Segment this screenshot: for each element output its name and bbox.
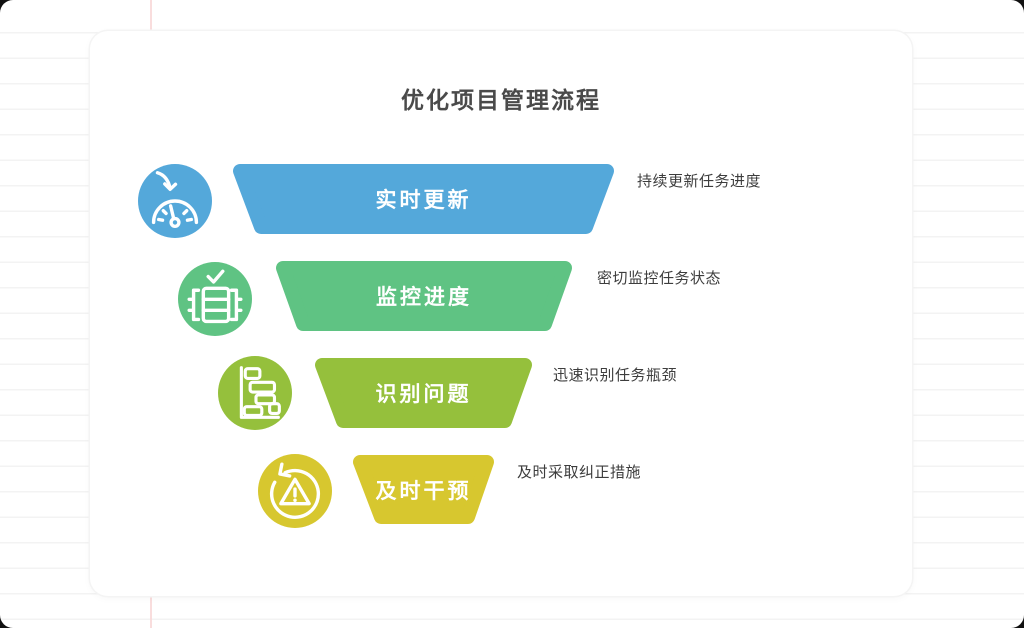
funnel-step-description-1: 持续更新任务进度 <box>637 173 762 190</box>
funnel-segment-2 <box>276 261 572 331</box>
page-title: 优化项目管理流程 <box>401 87 601 113</box>
refresh-alert-icon <box>269 462 321 519</box>
speedometer-icon <box>151 171 199 229</box>
funnel-segment-4 <box>353 455 494 524</box>
step-icon-badge-1 <box>138 164 212 238</box>
funnel-segment-3 <box>315 358 532 428</box>
funnel-step-label-4: 及时干预 <box>375 479 472 503</box>
funnel-step-label-2: 监控进度 <box>376 286 472 309</box>
funnel-step-description-3: 迅速识别任务瓶颈 <box>553 367 678 384</box>
slide-card: 优化项目管理流程 实时更新 持续更新任务进度 <box>90 31 912 596</box>
step-icon-badge-4 <box>258 454 332 528</box>
funnel-step-label-1: 实时更新 <box>375 189 472 212</box>
gantt-chart-icon <box>239 366 281 419</box>
funnel-segment-1 <box>233 164 614 234</box>
funnel-step-description-2: 密切监控任务状态 <box>597 270 722 287</box>
checklist-table-icon <box>187 269 243 324</box>
funnel-step-description-4: 及时采取纠正措施 <box>517 464 642 481</box>
step-icon-badge-3 <box>218 356 292 430</box>
step-icon-badge-2 <box>178 262 252 336</box>
funnel-step-label-3: 识别问题 <box>375 383 472 406</box>
